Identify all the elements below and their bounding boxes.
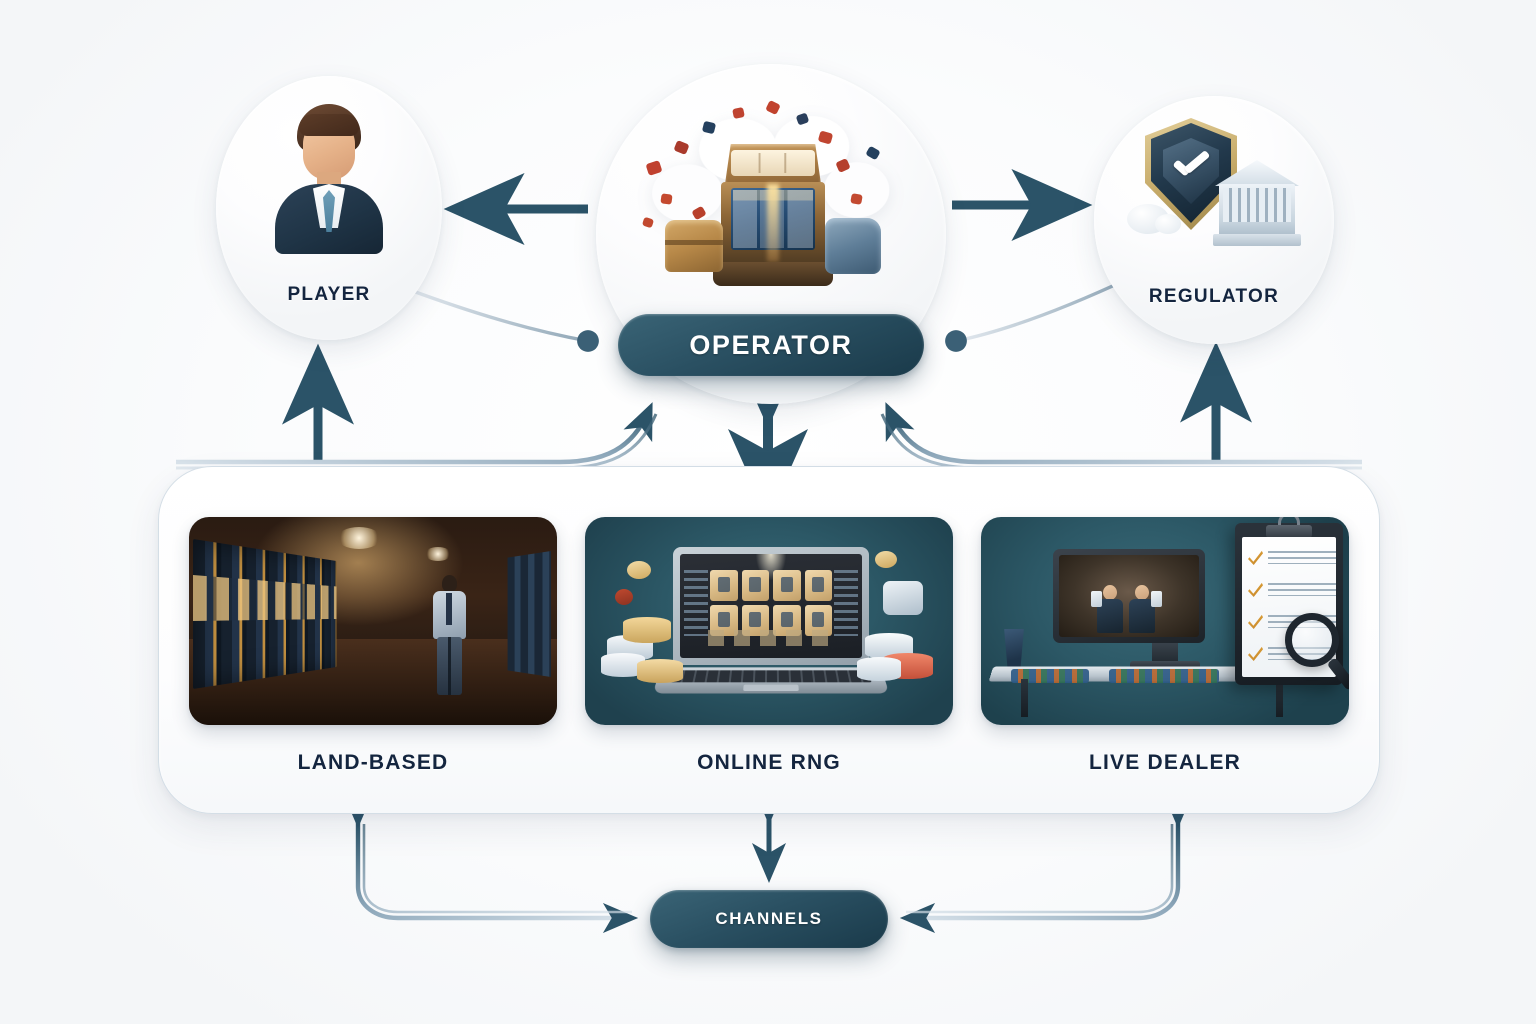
connector-panel-right-to-operator	[880, 402, 1362, 470]
node-channels-label[interactable]: CHANNELS	[650, 890, 888, 948]
connector-livedealer-to-channels	[899, 792, 1193, 933]
channel-card-land-based[interactable]: LAND-BASED	[189, 517, 557, 775]
node-operator-label[interactable]: OPERATOR	[618, 314, 924, 376]
node-operator[interactable]	[596, 64, 946, 404]
node-regulator-label: REGULATOR	[1148, 286, 1280, 307]
slot-machine-icon	[621, 98, 921, 314]
connector-landbased-to-channels	[343, 792, 639, 933]
channel-card-live-dealer[interactable]: LIVE DEALER	[981, 517, 1349, 775]
shield-check-government-building-icon	[1119, 118, 1309, 278]
channels-panel: LAND-BASED	[158, 466, 1380, 814]
channel-card-land-based-label: LAND-BASED	[297, 751, 449, 774]
laptop-game-grid-chips-icon	[585, 517, 953, 725]
studio-monitor-clipboard-magnifier-icon	[981, 517, 1349, 725]
channel-card-online-rng[interactable]: ONLINE RNG	[585, 517, 953, 775]
casino-floor-slot-machines-icon	[189, 517, 557, 725]
channel-card-online-rng-label: ONLINE RNG	[697, 751, 841, 774]
businessman-avatar-icon	[263, 104, 395, 254]
channel-card-live-dealer-label: LIVE DEALER	[1088, 751, 1242, 774]
node-player-label: PLAYER	[287, 284, 371, 305]
channel-card-list: LAND-BASED	[181, 517, 1357, 775]
connector-panel-left-to-operator	[176, 402, 658, 470]
node-regulator[interactable]: REGULATOR	[1094, 96, 1334, 344]
node-player[interactable]: PLAYER	[216, 76, 442, 340]
